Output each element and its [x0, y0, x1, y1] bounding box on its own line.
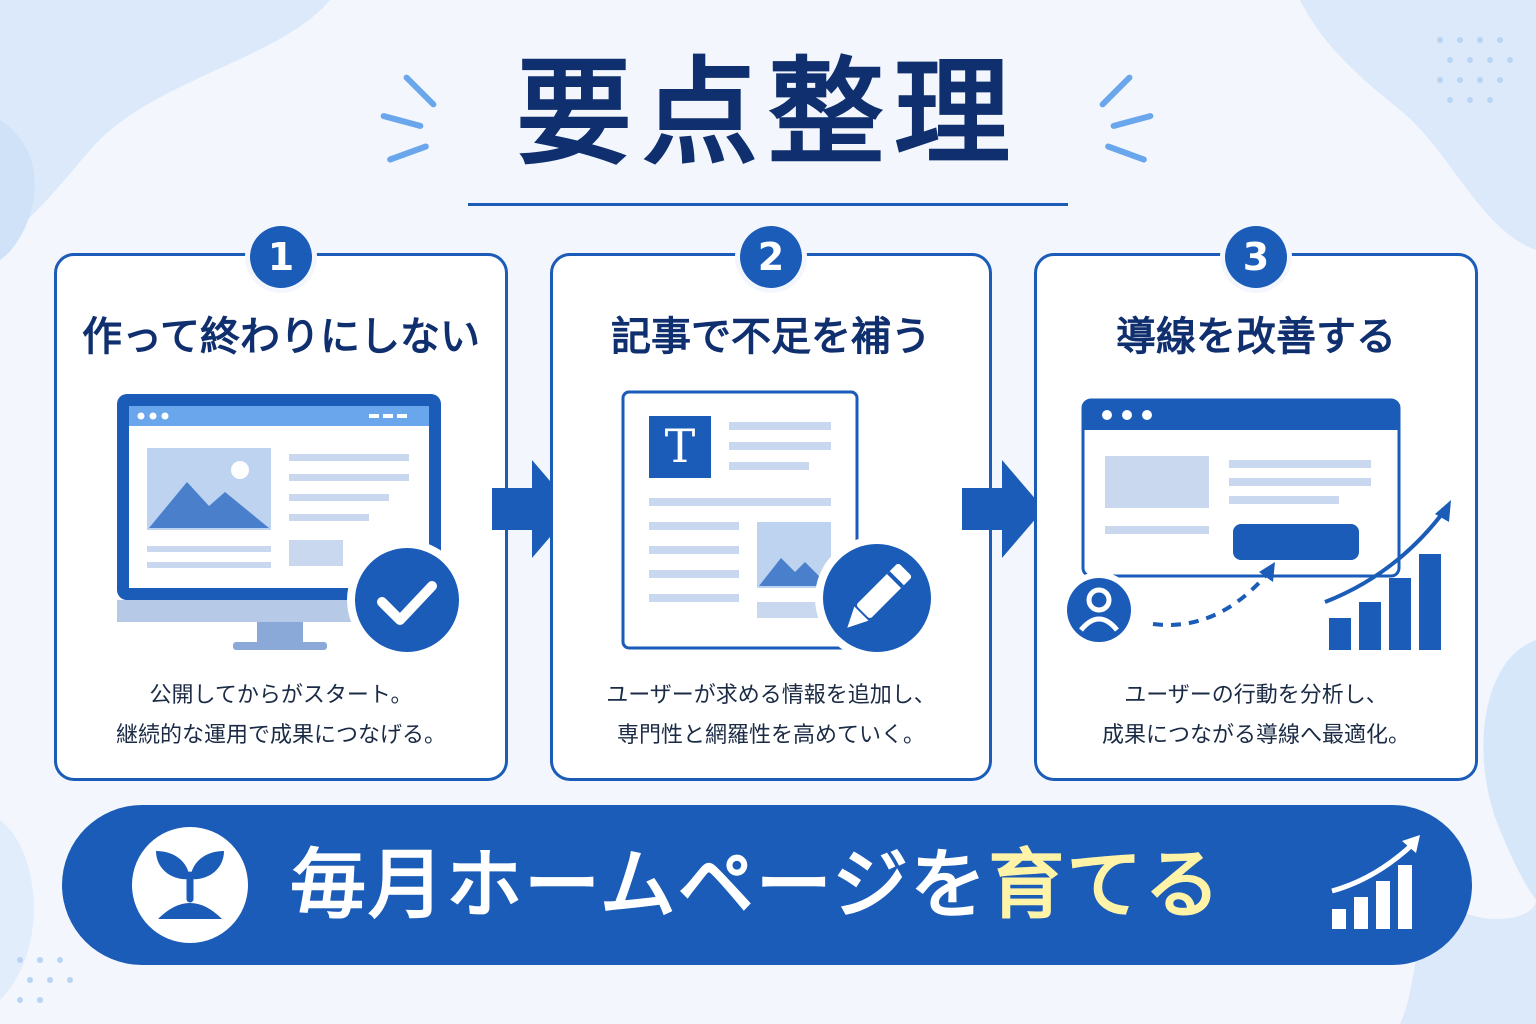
- card-description: ユーザーの行動を分析し、 成果につながる導線へ最適化。: [1037, 676, 1475, 756]
- doc-letter: T: [665, 419, 696, 473]
- summary-banner: 毎月ホームページを育てる: [62, 805, 1472, 965]
- card-title: 作って終わりにしない: [82, 314, 480, 360]
- checkmark-icon: [377, 581, 437, 625]
- banner-text-main: 毎月ホームページを: [290, 840, 989, 929]
- card-number-badge: 2: [740, 226, 802, 288]
- growth-chart-icon: [1331, 835, 1420, 929]
- sprout-icon: [156, 851, 224, 919]
- banner-text: 毎月ホームページを育てる: [290, 805, 1222, 965]
- card-desc-line: ユーザーの行動を分析し、: [1124, 683, 1388, 708]
- user-icon: [1079, 587, 1119, 632]
- article-illustration: T: [621, 390, 939, 660]
- card-desc-line: 専門性と網羅性を高めていく。: [616, 723, 925, 748]
- conversion-path-illustration: [1061, 398, 1451, 650]
- point-card-3: 3 導線を改善する ユーザーの行動を分析し、 成果につながる導線へ最適化。: [1034, 226, 1478, 781]
- card-number-badge: 1: [250, 226, 312, 288]
- card-desc-line: 公開してからがスタート。: [149, 683, 413, 708]
- monitor-illustration: [117, 394, 467, 660]
- sprout-icon-circle: [132, 827, 248, 943]
- card-title: 導線を改善する: [1116, 314, 1396, 360]
- point-card-1: 1 作って終わりにしない 公開してからがスタート。 継続的な運用で成果につなげる…: [54, 226, 508, 781]
- card-description: ユーザーが求める情報を追加し、 専門性と網羅性を高めていく。: [553, 676, 989, 756]
- card-title: 記事で不足を補う: [611, 314, 931, 360]
- point-card-2: 2 記事で不足を補う T ユーザーが求める情報を追加し、 専門性と網羅性を高めて…: [550, 226, 992, 781]
- card-description: 公開してからがスタート。 継続的な運用で成果につなげる。: [57, 676, 505, 756]
- card-desc-line: 成果につながる導線へ最適化。: [1101, 723, 1410, 748]
- title-underline: [468, 203, 1068, 206]
- arrow-right-icon: [492, 460, 574, 558]
- page-title: 要点整理: [516, 46, 1020, 181]
- arrow-right-icon: [962, 460, 1044, 558]
- card-number-badge: 3: [1225, 226, 1287, 288]
- banner-text-accent: 育てる: [988, 840, 1223, 929]
- card-desc-line: 継続的な運用で成果につなげる。: [115, 723, 446, 748]
- card-desc-line: ユーザーが求める情報を追加し、: [606, 683, 936, 708]
